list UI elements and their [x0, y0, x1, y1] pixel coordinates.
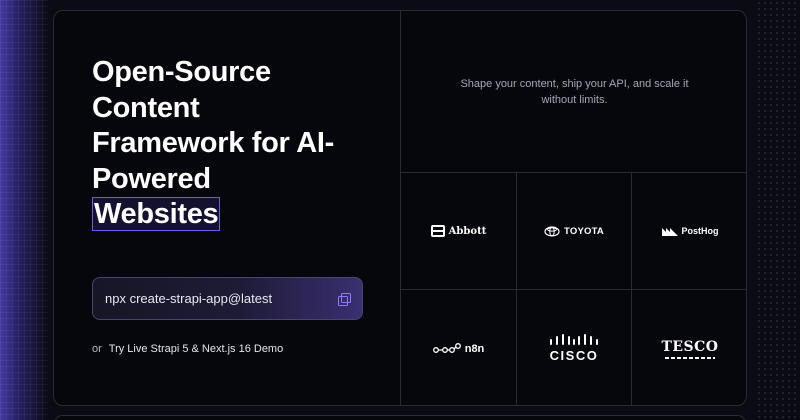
posthog-logo-text: PostHog [681, 226, 719, 236]
left-glow-pattern [0, 0, 48, 420]
cisco-logo-text: CISCO [549, 348, 599, 363]
install-command-box[interactable]: npx create-strapi-app@latest [92, 277, 363, 320]
copy-icon[interactable] [338, 292, 351, 306]
n8n-icon [432, 342, 461, 353]
live-demo-link[interactable]: Try Live Strapi 5 & Next.js 16 Demo [108, 343, 284, 355]
cisco-logo: CISCO [549, 334, 599, 363]
demo-row: or Try Live Strapi 5 & Next.js 16 Demo [92, 343, 283, 355]
hero-headline: Open-Source Content Framework for AI- Po… [92, 55, 382, 233]
tesco-icon [664, 356, 715, 359]
n8n-logo-text: n8n [464, 342, 485, 355]
tesco-logo: TESCO [661, 339, 718, 359]
toyota-logo: TOYOTA [544, 226, 604, 237]
n8n-logo: n8n [432, 342, 485, 355]
logo-cell-abbott: Abbott [401, 173, 517, 290]
posthog-logo: PostHog [661, 226, 719, 236]
posthog-icon [661, 228, 678, 236]
left-glow [0, 0, 48, 420]
next-section-card [53, 415, 747, 420]
hero-card: Open-Source Content Framework for AI- Po… [53, 10, 747, 406]
logo-cell-posthog: PostHog [632, 173, 746, 290]
abbott-logo: Abbott [430, 225, 487, 237]
headline-line-3: Framework for AI- [92, 127, 334, 159]
headline-line-4: Powered [92, 162, 211, 195]
headline-line-2: Content [92, 91, 200, 124]
hero-left-panel: Open-Source Content Framework for AI- Po… [54, 11, 400, 405]
or-label: or [92, 343, 102, 355]
logo-cell-cisco: CISCO [517, 290, 632, 405]
hero-right-panel: Shape your content, ship your API, and s… [400, 11, 746, 405]
install-command[interactable]: npx create-strapi-app@latest [105, 291, 273, 306]
headline-line-1: Open-Source [92, 56, 271, 88]
tesco-logo-text: TESCO [661, 338, 719, 355]
abbott-icon [430, 225, 445, 237]
customer-logo-grid: Abbott TOYOTA [401, 173, 746, 405]
logo-cell-n8n: n8n [401, 290, 517, 405]
logo-cell-tesco: TESCO [632, 290, 746, 405]
toyota-icon [544, 225, 560, 237]
right-dot-pattern [756, 0, 800, 420]
toyota-logo-text: TOYOTA [564, 225, 604, 237]
tagline-text: Shape your content, ship your API, and s… [460, 77, 689, 106]
headline-highlight: Websites [92, 197, 221, 231]
tagline: Shape your content, ship your API, and s… [401, 11, 746, 173]
logo-cell-toyota: TOYOTA [517, 173, 632, 290]
abbott-logo-text: Abbott [448, 225, 487, 237]
cisco-icon [550, 334, 598, 345]
